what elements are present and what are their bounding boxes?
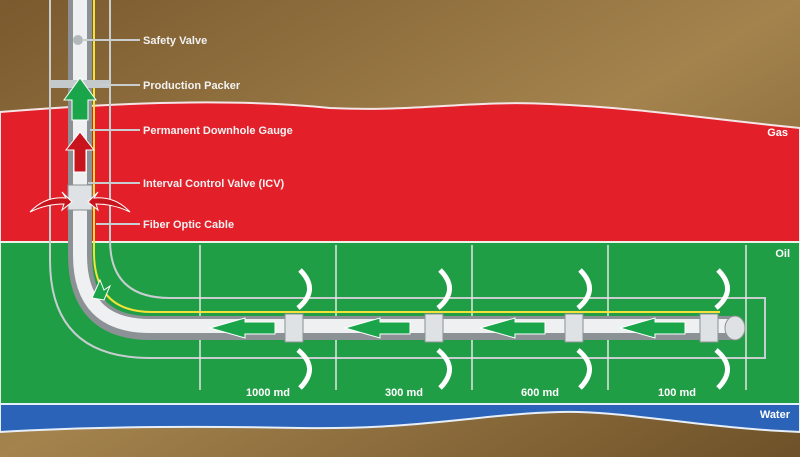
safety-valve — [73, 35, 83, 45]
icv-top — [67, 184, 93, 211]
permeability-label: 600 md — [521, 387, 559, 399]
callout-fiber-optic: Fiber Optic Cable — [143, 219, 234, 231]
fiber-optic-cable — [93, 0, 720, 313]
gas-inflow-arrow-left — [29, 191, 73, 213]
callout-leaders — [82, 39, 140, 225]
zone-label-water: Water — [760, 409, 791, 421]
permeability-label: 1000 md — [246, 387, 290, 399]
flow-up-arrow-red — [64, 131, 96, 173]
flow-up-arrow-green — [63, 77, 97, 121]
callout-downhole-gauge: Permanent Downhole Gauge — [143, 125, 293, 137]
toe-cap — [724, 315, 746, 341]
horizontal-icvs — [284, 313, 719, 343]
callout-safety-valve: Safety Valve — [143, 35, 207, 47]
casing — [49, 0, 766, 359]
water-zone — [0, 403, 800, 434]
permeability-label: 300 md — [385, 387, 423, 399]
zone-label-gas: Gas — [767, 127, 788, 139]
horizontal-flow-arrows — [91, 278, 686, 339]
gas-inflow-arrow-right — [87, 191, 131, 213]
zone-label-oil: Oil — [775, 248, 790, 260]
permeability-label: 100 md — [658, 387, 696, 399]
callout-production-packer: Production Packer — [143, 80, 241, 92]
gas-zone — [0, 101, 800, 243]
oil-inflow-arrows — [296, 268, 730, 390]
callout-icv: Interval Control Valve (ICV) — [143, 178, 285, 190]
